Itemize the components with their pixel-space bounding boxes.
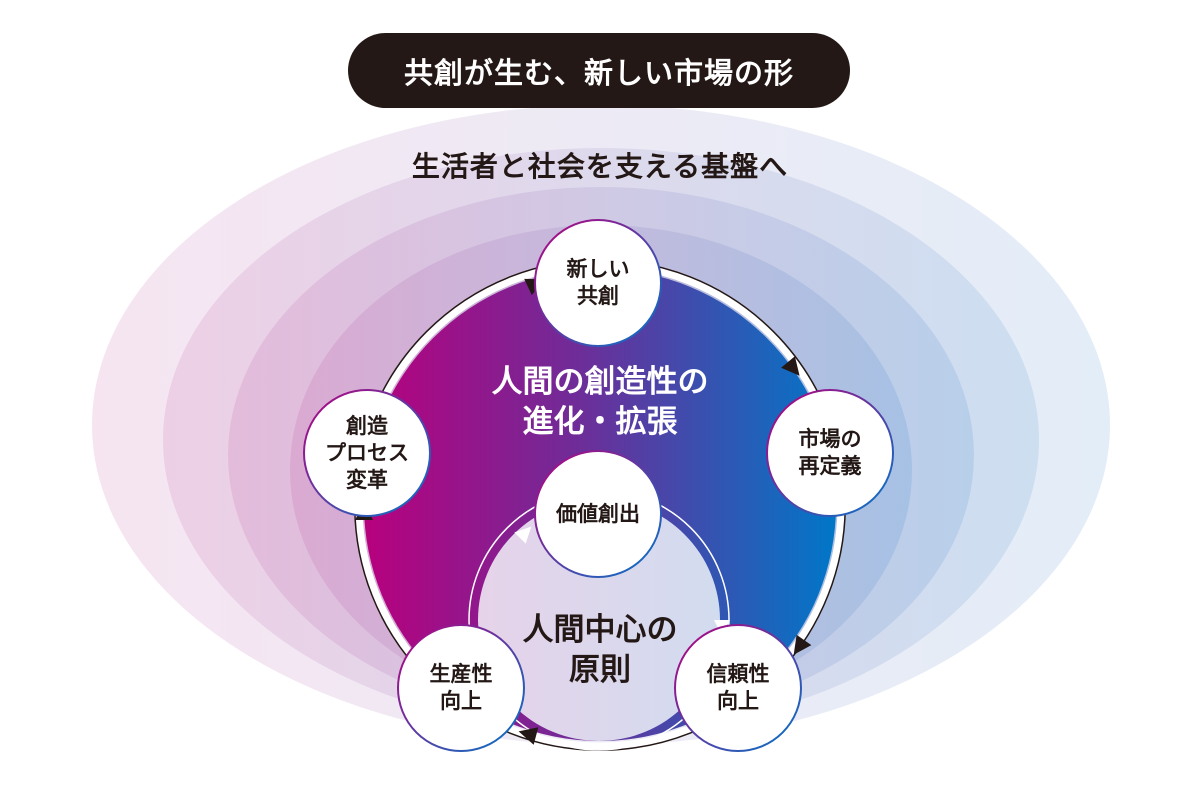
node-circle	[766, 389, 894, 517]
node-trust-improvement: 信頼性 向上	[706, 662, 770, 713]
arrow-icon	[793, 634, 812, 655]
inner-cycle-label: 人間中心の 原則	[522, 612, 678, 688]
title-badge: 共創が生む、新しい市場の形	[348, 33, 850, 108]
node-value-creation: 価値創出	[556, 501, 640, 526]
inner-circle	[478, 499, 720, 741]
node-circles	[303, 219, 894, 752]
outer-cycle-label: 人間の創造性の 進化・拡張	[491, 364, 709, 440]
node-circle	[397, 624, 525, 752]
value-node-circle	[534, 450, 662, 578]
arrow-icon	[781, 356, 800, 376]
node-new-co-creation: 新しい 共創	[566, 257, 630, 308]
node-circle	[534, 219, 662, 347]
subtitle: 生活者と社会を支える基盤へ	[411, 150, 789, 183]
node-productivity-improvement: 生産性 向上	[429, 662, 493, 713]
node-creative-process-reform: 創造 プロセス 変革	[325, 413, 409, 492]
node-circle	[303, 389, 431, 517]
title: 共創が生む、新しい市場の形	[403, 55, 794, 90]
arrow-icon	[518, 727, 539, 745]
node-circle	[674, 624, 802, 752]
arrow-icon	[514, 526, 532, 544]
node-market-redefinition: 市場の 再定義	[798, 427, 862, 478]
